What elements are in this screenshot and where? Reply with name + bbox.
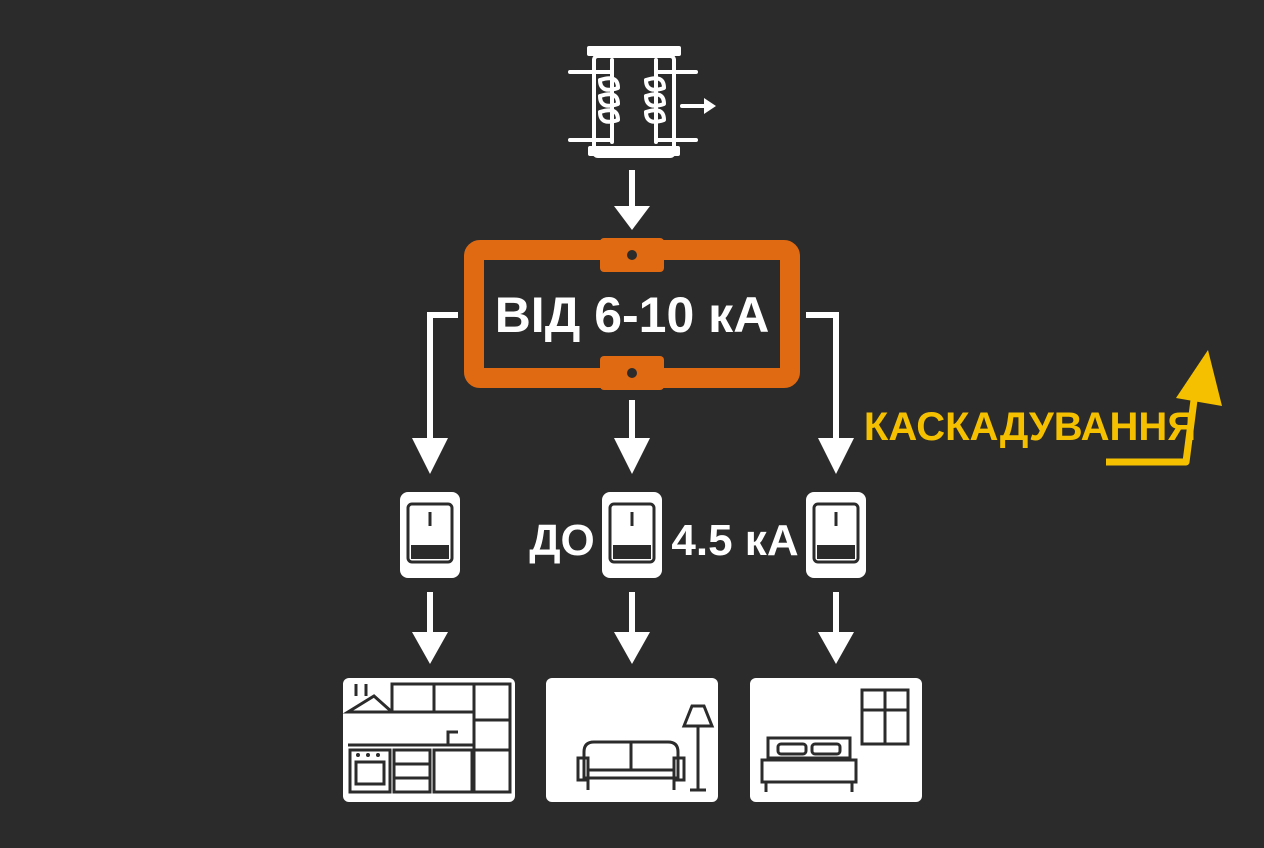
branch-breaker-3 [806,492,866,578]
arrow-transformer-to-main [614,170,650,230]
living-room-icon [546,678,718,802]
transformer-icon [568,46,716,158]
branch-breaker-2 [602,492,662,578]
main-breaker-label: ВІД 6-10 кА [495,287,770,343]
room-arrows [412,592,854,664]
branch-breaker-1 [400,492,460,578]
branch-rating-value: 4.5 кА [671,516,798,565]
branch-lines [427,312,839,440]
branch-arrowheads [412,438,854,474]
cascade-label: КАСКАДУВАННЯ [864,405,1196,449]
bedroom-icon [750,678,922,802]
branch-rating-prefix: ДО [529,516,595,565]
main-breaker: ВІД 6-10 кА [464,238,800,390]
cascade-arrow-icon [1106,350,1222,466]
kitchen-icon [342,678,515,802]
